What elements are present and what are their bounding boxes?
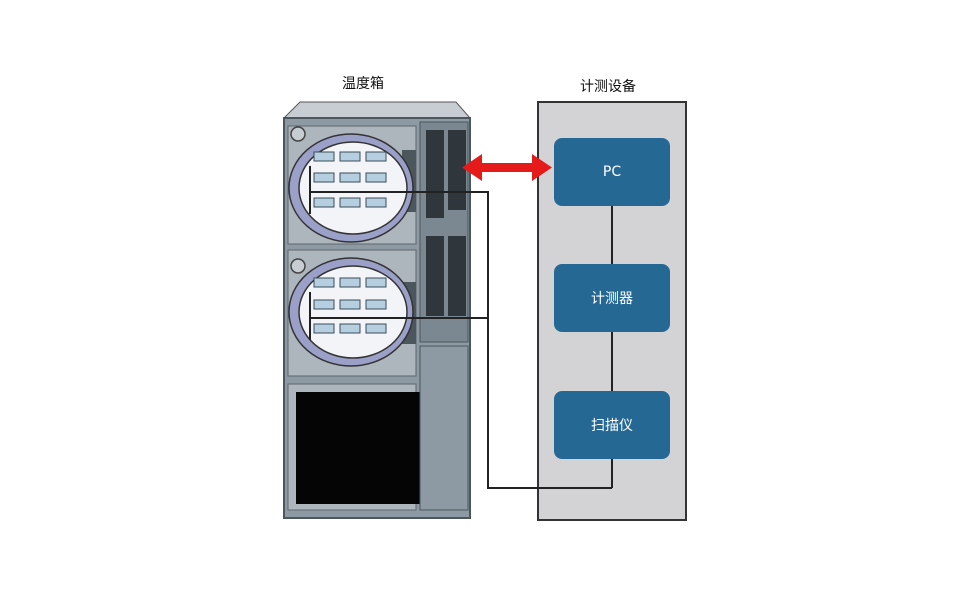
sample-block [339, 151, 361, 162]
arrow-head-left [462, 154, 482, 181]
sample-block [365, 323, 387, 334]
sample-block [313, 323, 335, 334]
arrow-shaft [480, 163, 538, 172]
temperature-chamber-illustration [282, 101, 472, 519]
control-slot-4 [448, 236, 466, 316]
sample-block [339, 299, 361, 310]
control-slot-1 [426, 130, 444, 218]
sample-block [313, 197, 335, 208]
control-slot-2 [448, 130, 466, 210]
chamber-top-bevel [282, 101, 472, 119]
pc-node: PC [554, 138, 670, 206]
sample-block [365, 151, 387, 162]
upper-knob [290, 126, 306, 142]
sample-block [339, 172, 361, 183]
control-slot-3 [426, 236, 444, 316]
bidirectional-arrow-icon [462, 154, 552, 181]
arrow-head-right [532, 154, 552, 181]
sample-block [313, 151, 335, 162]
chamber-base-opening [296, 392, 420, 504]
sample-block [339, 323, 361, 334]
chamber-base-side [419, 345, 469, 511]
cable-upper-bundle [310, 191, 612, 489]
lower-sample-tray [313, 277, 387, 334]
sample-block [365, 299, 387, 310]
scanner-node: 扫描仪 [554, 391, 670, 459]
sample-block [313, 172, 335, 183]
sample-block [365, 277, 387, 288]
lower-knob [290, 258, 306, 274]
sample-block [365, 197, 387, 208]
cable [309, 166, 613, 489]
upper-sample-tray [313, 151, 387, 208]
sample-block [339, 197, 361, 208]
chamber-title: 温度箱 [342, 76, 384, 92]
sample-block [313, 277, 335, 288]
sample-block [339, 277, 361, 288]
equipment-title: 计测设备 [580, 79, 636, 95]
upper-window [298, 141, 408, 235]
meter-node: 计测器 [554, 264, 670, 332]
lower-window [298, 265, 408, 359]
sample-block [313, 299, 335, 310]
sample-block [365, 172, 387, 183]
